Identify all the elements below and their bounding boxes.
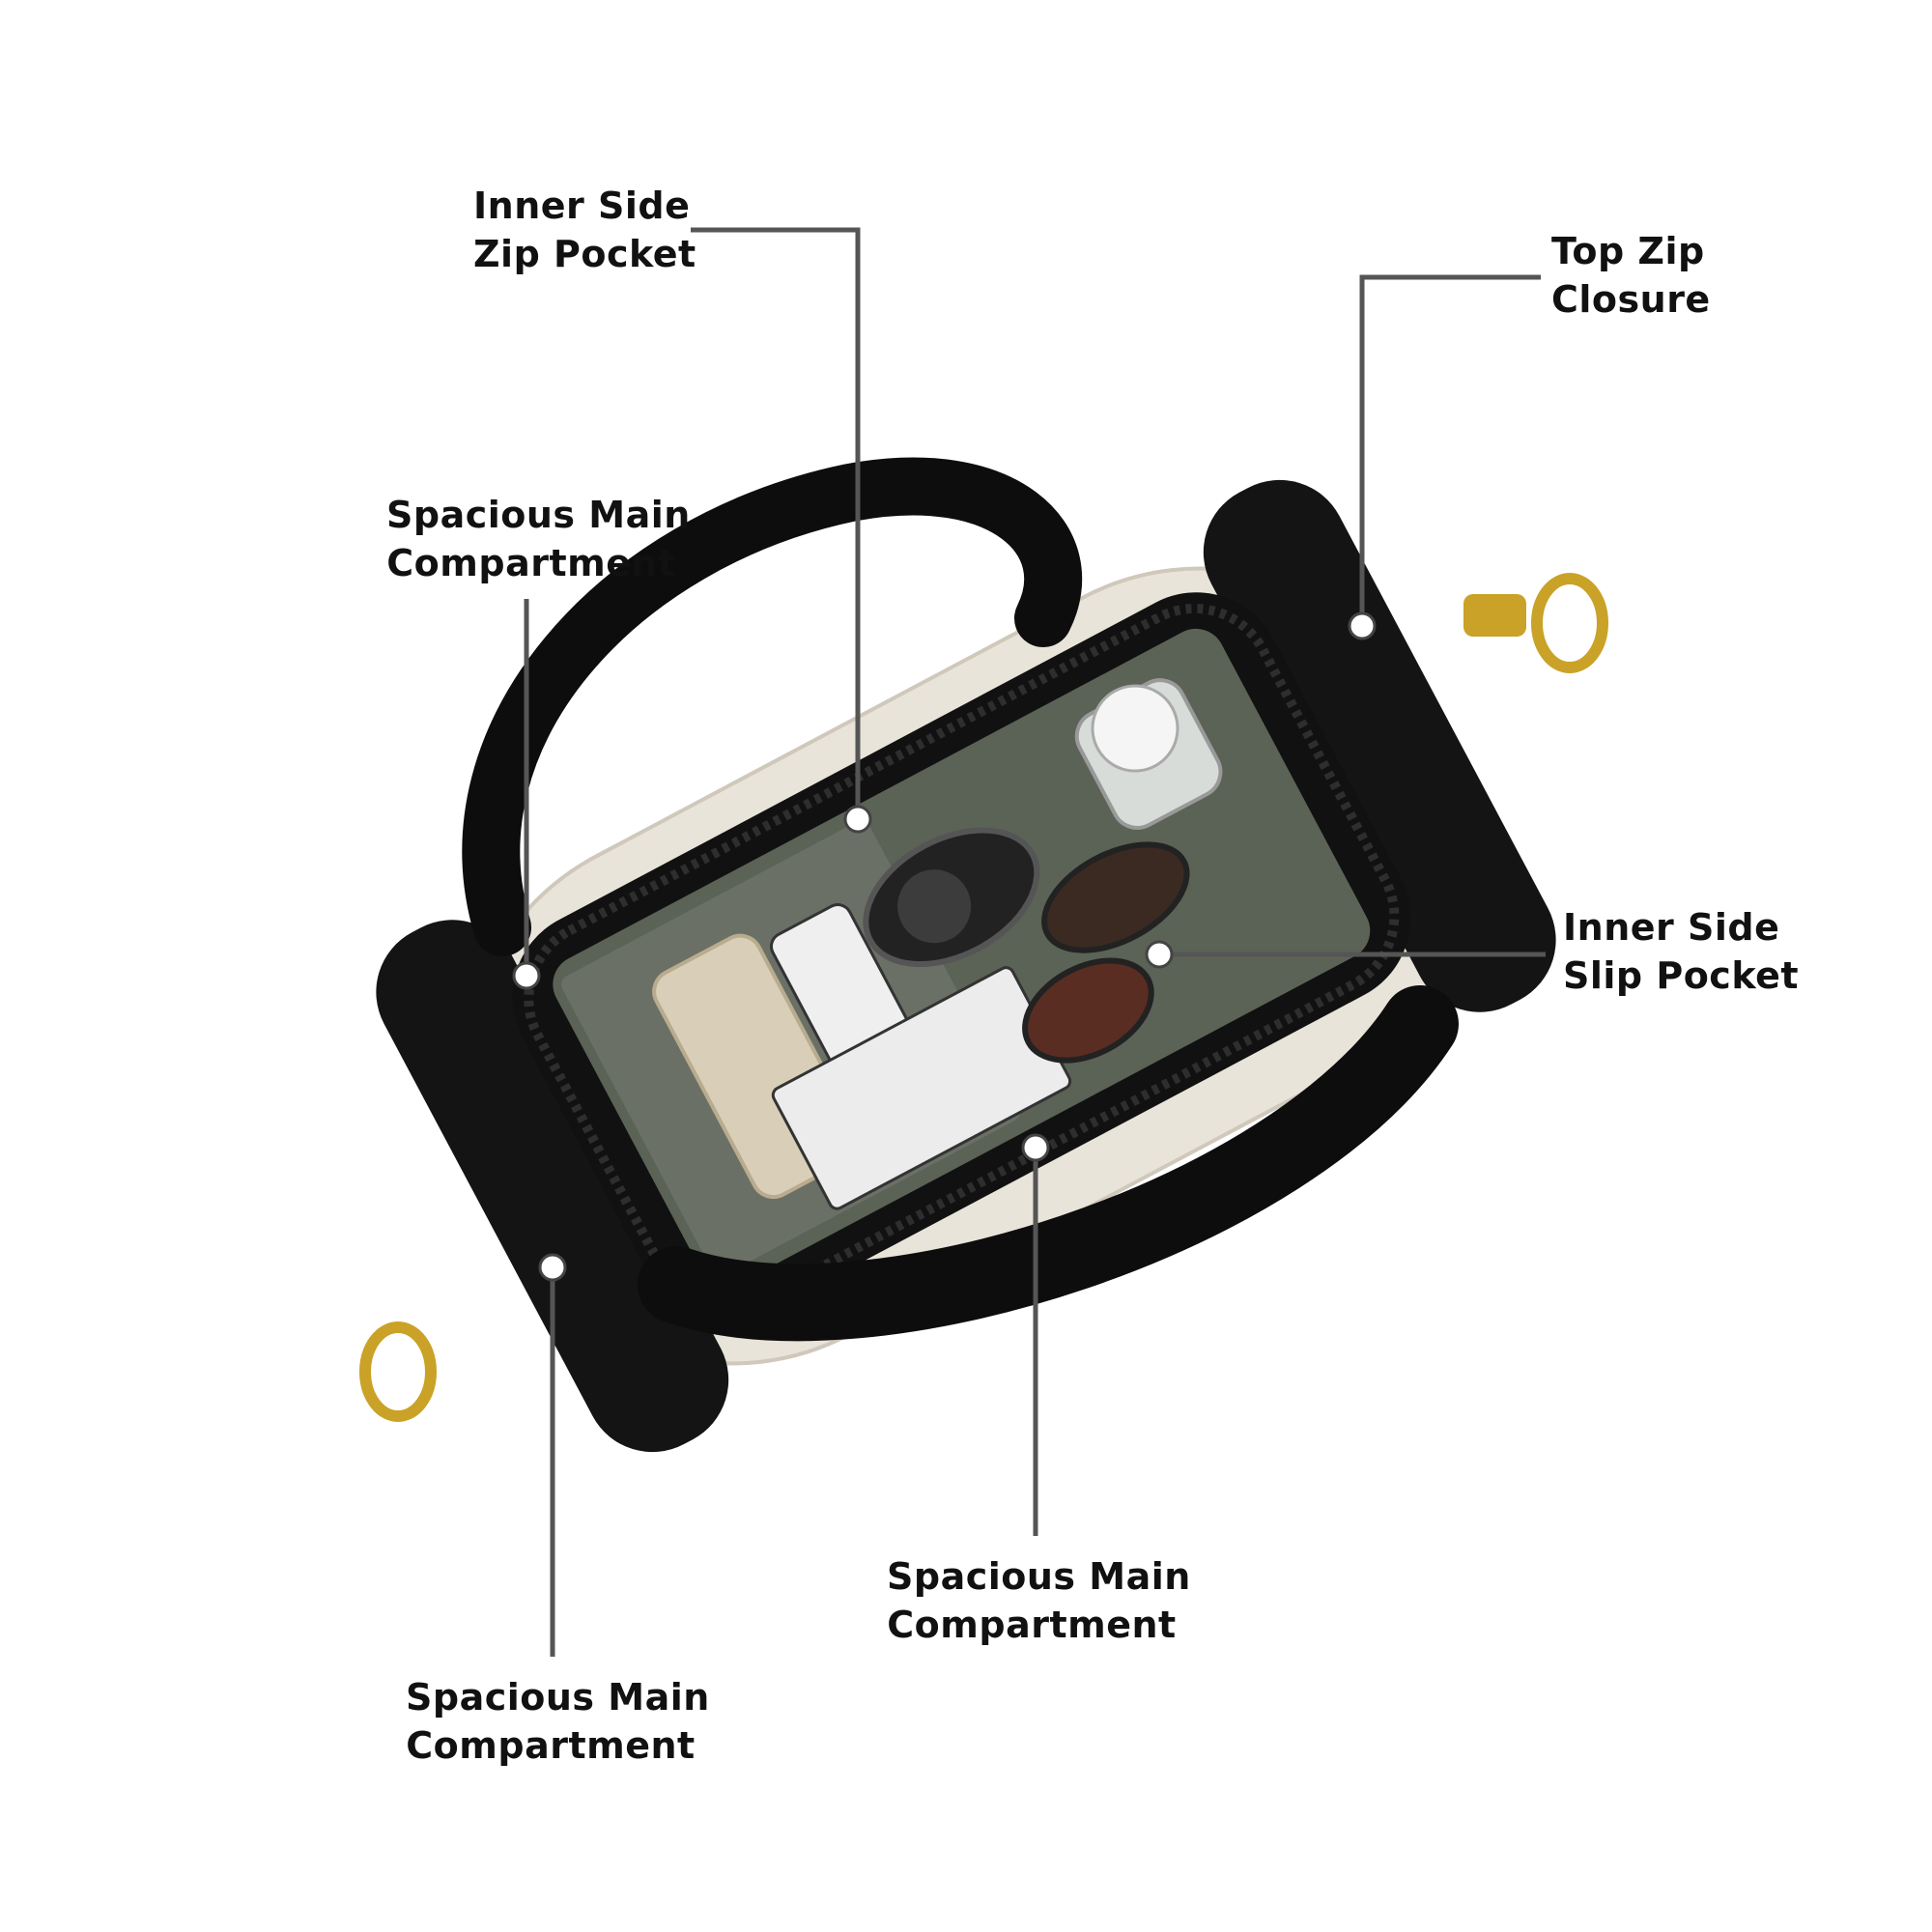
callout-line2: Closure bbox=[1551, 278, 1711, 321]
leader-lines bbox=[524, 227, 1546, 1657]
leader-inner-zip bbox=[691, 227, 861, 819]
callout-dot-top-zip bbox=[1348, 611, 1377, 640]
callout-line2: Zip Pocket bbox=[473, 233, 696, 275]
leader-top-zip bbox=[1359, 274, 1541, 626]
bag-handles bbox=[462, 457, 1459, 1342]
bag-body bbox=[376, 479, 1556, 1453]
callout-top-zip-closure: Top Zip Closure bbox=[1551, 227, 1711, 324]
callout-line1: Inner Side bbox=[1563, 906, 1780, 949]
callout-dot-slip bbox=[1145, 940, 1174, 969]
callout-line1: Spacious Main bbox=[406, 1676, 710, 1719]
callout-dot-main-3 bbox=[538, 1253, 567, 1282]
callout-spacious-main-compartment-bottom-center: Spacious Main Compartment bbox=[887, 1552, 1191, 1649]
callout-dot-inner-zip bbox=[843, 805, 872, 834]
callout-line1: Spacious Main bbox=[887, 1555, 1191, 1598]
callout-inner-side-zip-pocket: Inner Side Zip Pocket bbox=[473, 182, 696, 278]
callout-spacious-main-compartment-bottom-left: Spacious Main Compartment bbox=[406, 1673, 710, 1770]
callout-dot-main-1 bbox=[512, 961, 541, 990]
callout-line1: Top Zip bbox=[1551, 230, 1705, 272]
callout-spacious-main-compartment-top-left: Spacious Main Compartment bbox=[386, 491, 691, 587]
gold-hardware bbox=[359, 573, 1608, 1422]
callout-line1: Spacious Main bbox=[386, 494, 691, 536]
callout-inner-side-slip-pocket: Inner Side Slip Pocket bbox=[1563, 903, 1799, 1000]
callout-line2: Compartment bbox=[887, 1604, 1177, 1646]
callout-line2: Compartment bbox=[386, 542, 676, 584]
callout-line1: Inner Side bbox=[473, 185, 691, 227]
callout-line2: Slip Pocket bbox=[1563, 954, 1800, 997]
callout-line2: Compartment bbox=[406, 1724, 696, 1767]
callout-dot-main-2 bbox=[1021, 1133, 1050, 1162]
